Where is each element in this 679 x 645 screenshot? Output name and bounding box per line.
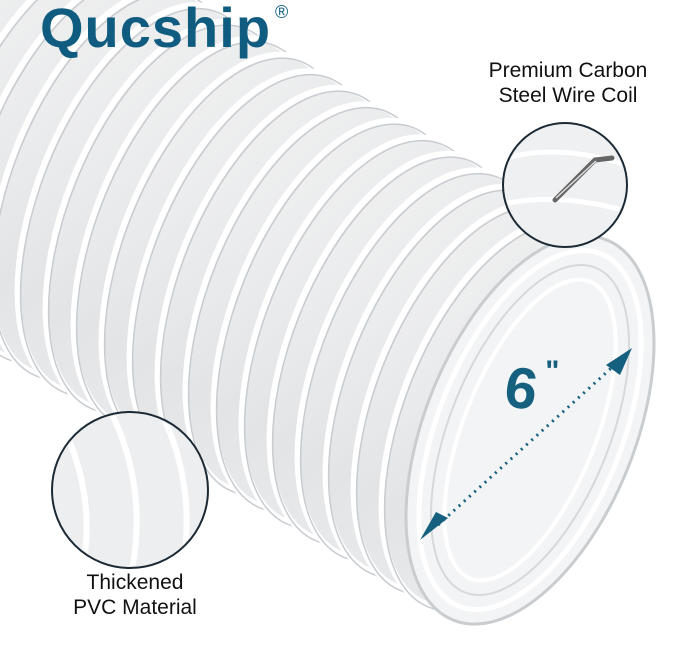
wire-detail-callout bbox=[502, 122, 628, 248]
diameter-unit: " bbox=[545, 355, 560, 388]
diameter-label: 6 " bbox=[501, 354, 560, 423]
brand-logo: Qucship bbox=[40, 0, 272, 59]
hose-opening bbox=[404, 234, 656, 626]
wire-label-line2: Steel Wire Coil bbox=[498, 84, 638, 107]
pvc-detail-callout bbox=[51, 411, 209, 569]
arrow-head-right bbox=[606, 348, 632, 375]
registered-mark: ® bbox=[275, 2, 289, 22]
material-label-line2: PVC Material bbox=[73, 596, 197, 619]
wire-callout-label: Premium Carbon Steel Wire Coil bbox=[478, 58, 658, 108]
diameter-value: 6 bbox=[500, 354, 542, 423]
diameter-dimension bbox=[420, 348, 632, 540]
brand-lockup: Qucship ® bbox=[40, 0, 288, 60]
material-label-line1: Thickened bbox=[86, 571, 184, 594]
wire-label-line1: Premium Carbon bbox=[488, 59, 648, 82]
material-callout-label: Thickened PVC Material bbox=[50, 570, 220, 620]
arrow-head-left bbox=[420, 512, 448, 540]
